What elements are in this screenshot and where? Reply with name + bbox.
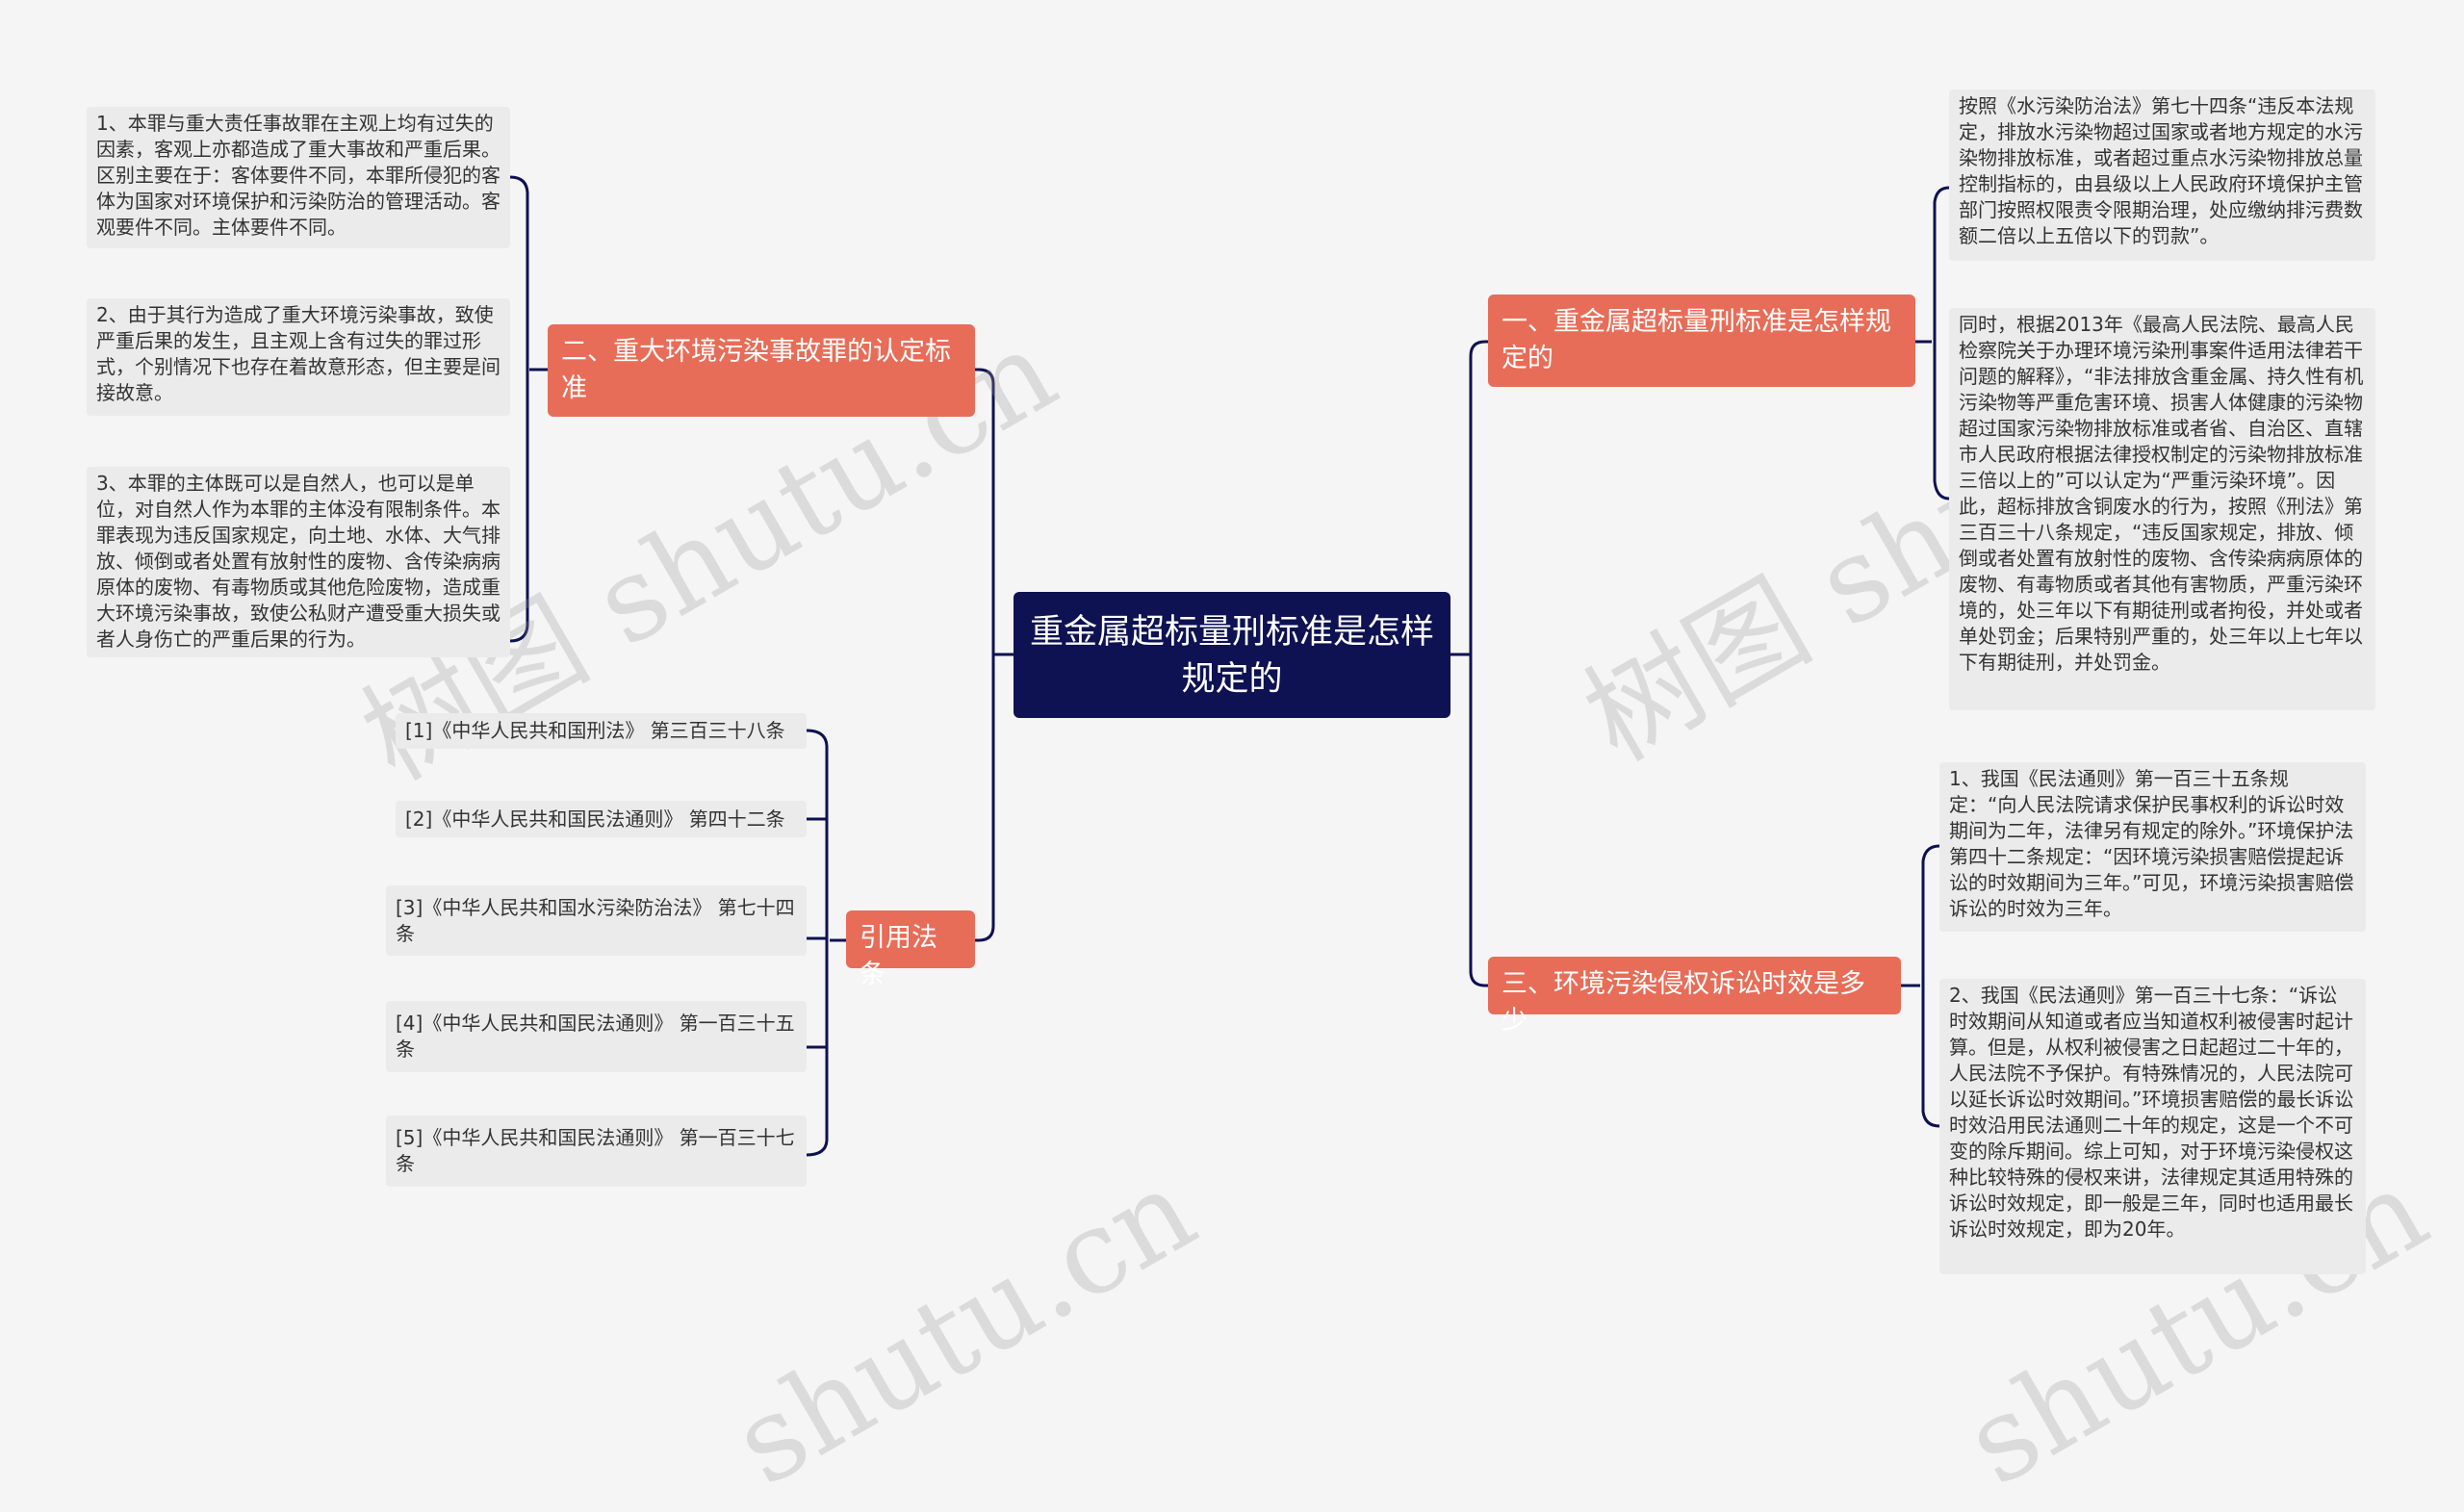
leaf-cited-law-1[interactable]: [1]《中华人民共和国刑法》 第三百三十八条 <box>396 713 807 749</box>
leaf-judicial-interpretation[interactable]: 同时，根据2013年《最高人民法院、最高人民检察院关于办理环境污染刑事案件适用法… <box>1949 308 2375 710</box>
edge-b3-children <box>1921 844 1940 1128</box>
edge-b2-children <box>509 175 529 643</box>
root-topic[interactable]: 重金属超标量刑标准是怎样规定的 <box>1014 592 1450 718</box>
edge-b1-children <box>1933 186 1950 500</box>
edge-left-trunk <box>975 368 995 942</box>
leaf-cited-law-2[interactable]: [2]《中华人民共和国民法通则》 第四十二条 <box>396 801 807 837</box>
branch-heavy-metal-standard[interactable]: 一、重金属超标量刑标准是怎样规定的 <box>1488 295 1915 387</box>
leaf-limitation-2[interactable]: 2、我国《民法通则》第一百三十七条：“诉讼时效期间从知道或者应当知道权利被侵害时… <box>1939 979 2366 1274</box>
leaf-cited-law-4[interactable]: [4]《中华人民共和国民法通则》 第一百三十五条 <box>386 1001 807 1072</box>
leaf-limitation-1[interactable]: 1、我国《民法通则》第一百三十五条规定：“向人民法院请求保护民事权利的诉讼时效期… <box>1939 762 2366 932</box>
branch-cited-laws[interactable]: 引用法条 <box>846 910 975 989</box>
leaf-criteria-3[interactable]: 3、本罪的主体既可以是自然人，也可以是单位，对自然人作为本罪的主体没有限制条件。… <box>87 467 510 657</box>
edge-right-trunk <box>1469 340 1488 987</box>
leaf-criteria-1[interactable]: 1、本罪与重大责任事故罪在主观上均有过失的因素，客观上亦都造成了重大事故和严重后… <box>87 107 510 248</box>
branch-litigation-limitation[interactable]: 三、环境污染侵权诉讼时效是多少 <box>1488 957 1901 1036</box>
leaf-cited-law-3[interactable]: [3]《中华人民共和国水污染防治法》 第七十四条 <box>386 885 807 956</box>
leaf-cited-law-5[interactable]: [5]《中华人民共和国民法通则》 第一百三十七条 <box>386 1115 807 1187</box>
leaf-water-pollution-law[interactable]: 按照《水污染防治法》第七十四条“违反本法规定，排放水污染物超过国家或者地方规定的… <box>1949 90 2375 261</box>
connector-lines <box>509 175 1950 1157</box>
leaf-criteria-2[interactable]: 2、由于其行为造成了重大环境污染事故，致使严重后果的发生，且主观上含有过失的罪过… <box>87 298 510 416</box>
edge-b4-children <box>806 729 829 1157</box>
branch-pollution-accident-criteria[interactable]: 二、重大环境污染事故罪的认定标准 <box>548 324 975 417</box>
